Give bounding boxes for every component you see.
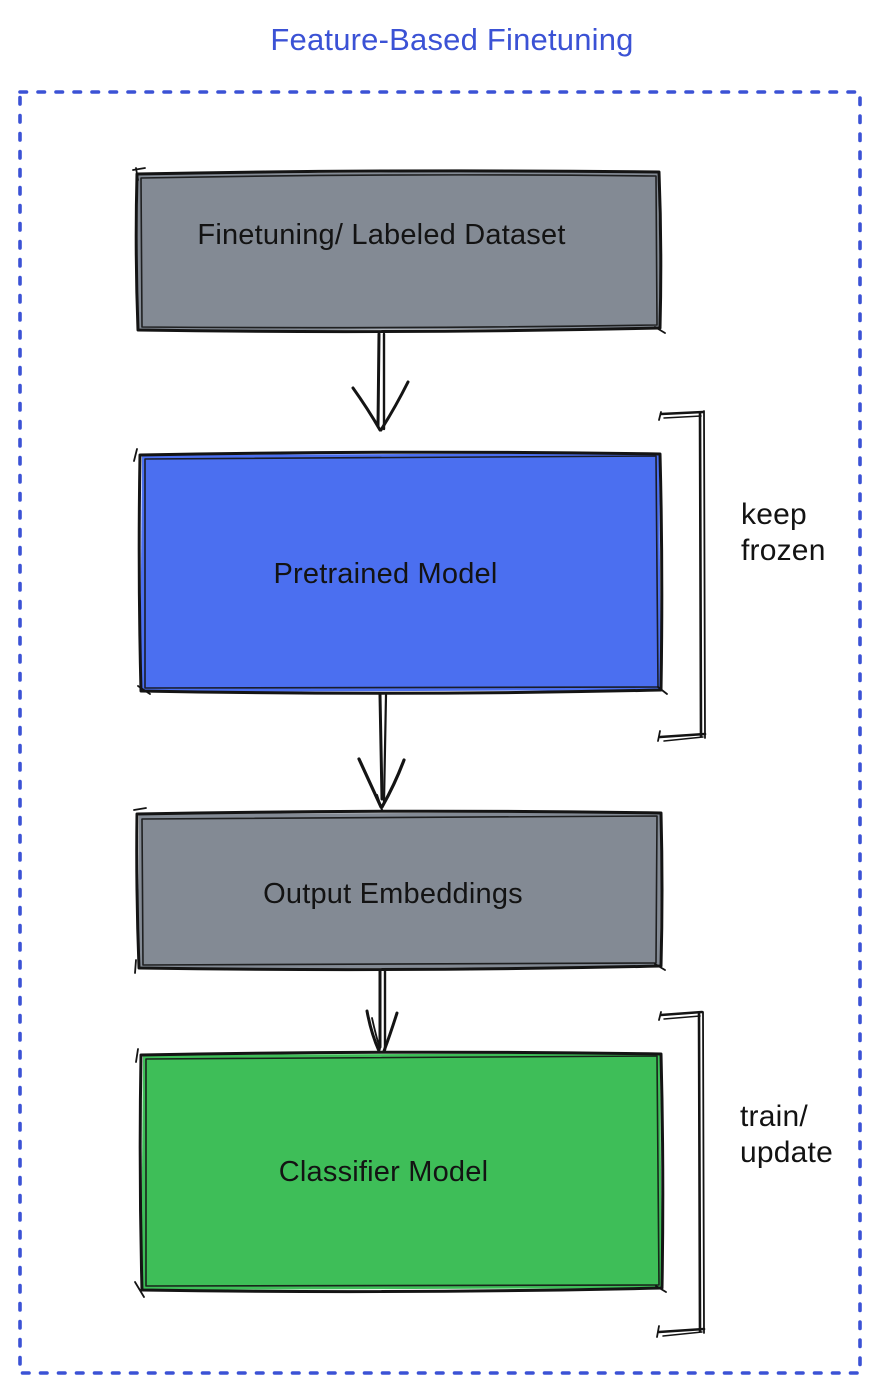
classifier-node-shape: [134, 1048, 667, 1298]
train-update-bracket: [656, 1010, 706, 1338]
pretrained-node-shape: [133, 448, 668, 695]
pretrained-node-fill: [140, 453, 661, 692]
embeddings-node-fill: [138, 812, 661, 969]
dataset-node-fill: [137, 171, 661, 331]
arrow-pretrained-to-embeddings: [357, 693, 406, 811]
dashed-border-frame: [18, 90, 862, 1375]
diagram-title: Feature-Based Finetuning: [270, 22, 634, 57]
arrow-embeddings-to-classifier: [365, 968, 399, 1053]
classifier-node-fill: [141, 1053, 662, 1290]
keep-frozen-bracket: [657, 410, 707, 742]
dataset-node-shape: [132, 167, 666, 334]
arrow-dataset-to-pretrained: [351, 332, 410, 432]
embeddings-node-shape: [133, 807, 666, 974]
